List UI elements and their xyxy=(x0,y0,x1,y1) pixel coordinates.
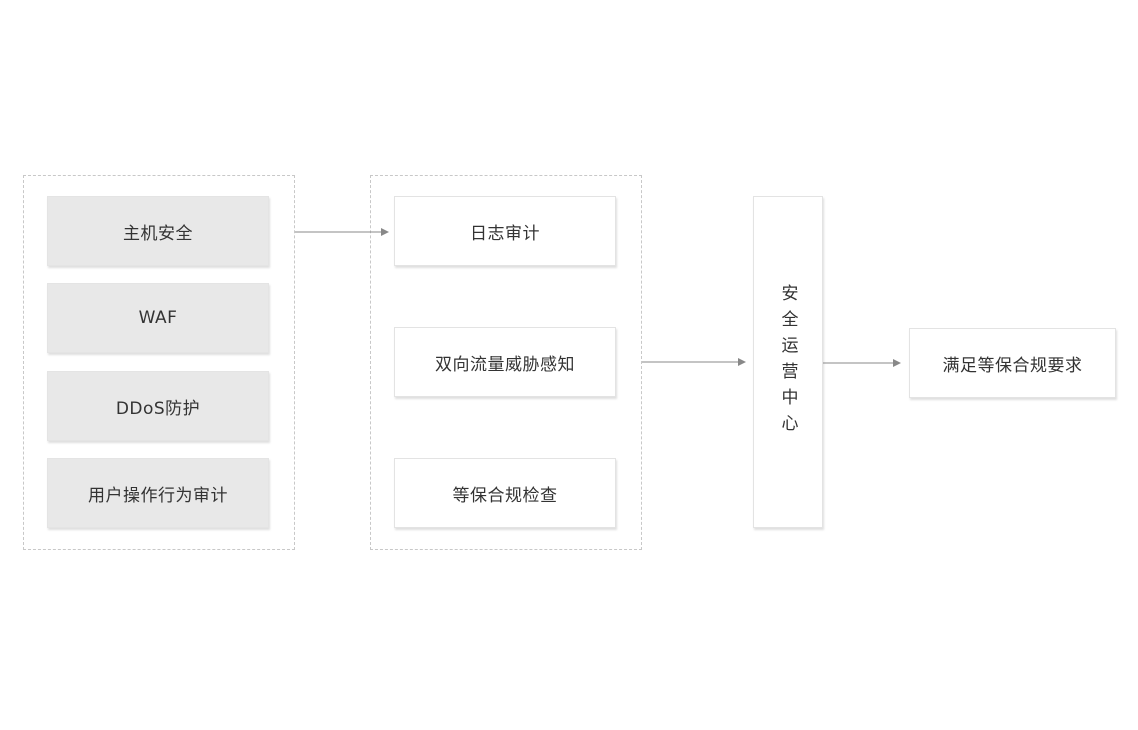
user-operation-audit-label: 用户操作行为审计 xyxy=(88,485,228,506)
host-security-box: 主机安全 xyxy=(47,196,269,266)
security-operations-center-label: 安全运营中心 xyxy=(777,284,798,440)
middle-group-container xyxy=(370,175,642,550)
waf-label: WAF xyxy=(138,308,178,328)
traffic-threat-awareness-box: 双向流量威胁感知 xyxy=(394,327,616,397)
ddos-protection-box: DDoS防护 xyxy=(47,371,269,441)
security-operations-center-box: 安全运营中心 xyxy=(753,196,823,528)
user-operation-audit-box: 用户操作行为审计 xyxy=(47,458,269,528)
compliance-result-label: 满足等保合规要求 xyxy=(942,355,1083,376)
host-security-label: 主机安全 xyxy=(123,223,193,244)
log-audit-box: 日志审计 xyxy=(394,196,616,266)
ddos-protection-label: DDoS防护 xyxy=(115,398,201,419)
log-audit-label: 日志审计 xyxy=(470,223,540,244)
compliance-check-label: 等保合规检查 xyxy=(452,485,558,506)
compliance-result-box: 满足等保合规要求 xyxy=(909,328,1116,398)
waf-box: WAF xyxy=(47,283,269,353)
left-group-container xyxy=(23,175,295,550)
traffic-threat-awareness-label: 双向流量威胁感知 xyxy=(435,354,575,375)
compliance-check-box: 等保合规检查 xyxy=(394,458,616,528)
